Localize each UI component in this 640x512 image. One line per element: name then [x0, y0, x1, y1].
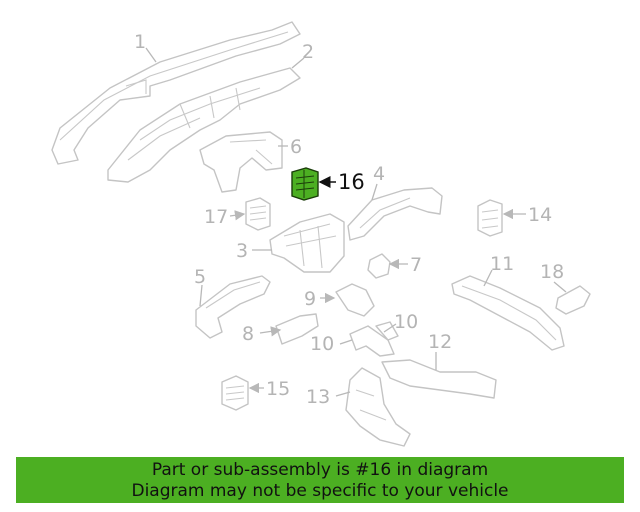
callout-6: 6	[290, 136, 302, 158]
callout-12: 12	[428, 331, 452, 353]
part-3-center-housing	[269, 213, 345, 273]
banner-line-1: Part or sub-assembly is #16 in diagram	[151, 460, 489, 480]
callout-5: 5	[194, 266, 206, 288]
callout-13: 13	[306, 386, 330, 408]
part-15-vent	[221, 375, 249, 411]
part-18-bracket	[555, 285, 591, 315]
callout-11: 11	[490, 253, 514, 275]
part-11-lower-duct	[451, 275, 565, 351]
callout-4: 4	[373, 163, 385, 185]
part-16-vent-highlighted	[291, 167, 319, 201]
part-9-bracket	[335, 283, 375, 317]
callout-3: 3	[236, 240, 248, 262]
part-6-duct	[199, 131, 283, 193]
part-14-vent	[477, 199, 503, 237]
part-4-duct	[347, 187, 443, 241]
callout-10-right: 10	[394, 311, 418, 333]
part-2-dash-vent-assembly	[107, 67, 301, 183]
callout-8: 8	[242, 323, 254, 345]
part-5-duct	[195, 275, 271, 339]
part-12-duct	[381, 359, 497, 399]
parts-diagram: 1 2 6 16 4 17 14 3 7 11 18 5 9 8 10 10 1…	[51, 21, 591, 447]
callout-2: 2	[302, 41, 314, 63]
leader-lines	[145, 47, 567, 397]
callout-17: 17	[204, 206, 228, 228]
callout-14: 14	[528, 204, 552, 226]
callout-7: 7	[410, 254, 422, 276]
part-8-duct	[275, 313, 319, 345]
part-7-clip	[367, 253, 391, 279]
callout-10-left: 10	[310, 333, 334, 355]
info-banner: Part or sub-assembly is #16 in diagram D…	[16, 457, 624, 503]
callout-18: 18	[540, 261, 564, 283]
callout-9: 9	[304, 288, 316, 310]
part-17-vent	[245, 197, 271, 231]
callout-16: 16	[338, 170, 365, 194]
callout-1: 1	[134, 31, 146, 53]
callout-15: 15	[266, 378, 290, 400]
part-1-upper-duct	[51, 21, 301, 165]
banner-line-2: Diagram may not be specific to your vehi…	[131, 481, 509, 501]
part-13-floor-duct	[345, 367, 411, 447]
